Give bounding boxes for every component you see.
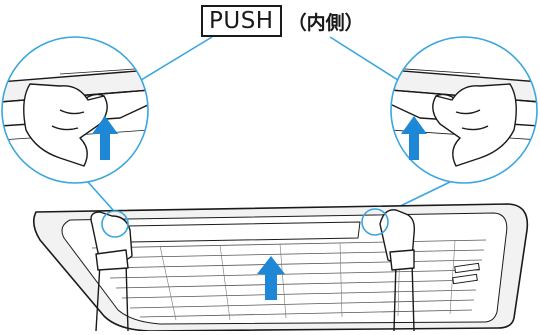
leader-line-left-bottom (88, 182, 113, 210)
detail-view-right (390, 37, 540, 183)
inner-side-label: （内側） (288, 8, 364, 35)
detail-view-left (0, 37, 150, 183)
push-label: PUSH (201, 5, 282, 37)
push-callout: PUSH （内側） (201, 5, 364, 37)
